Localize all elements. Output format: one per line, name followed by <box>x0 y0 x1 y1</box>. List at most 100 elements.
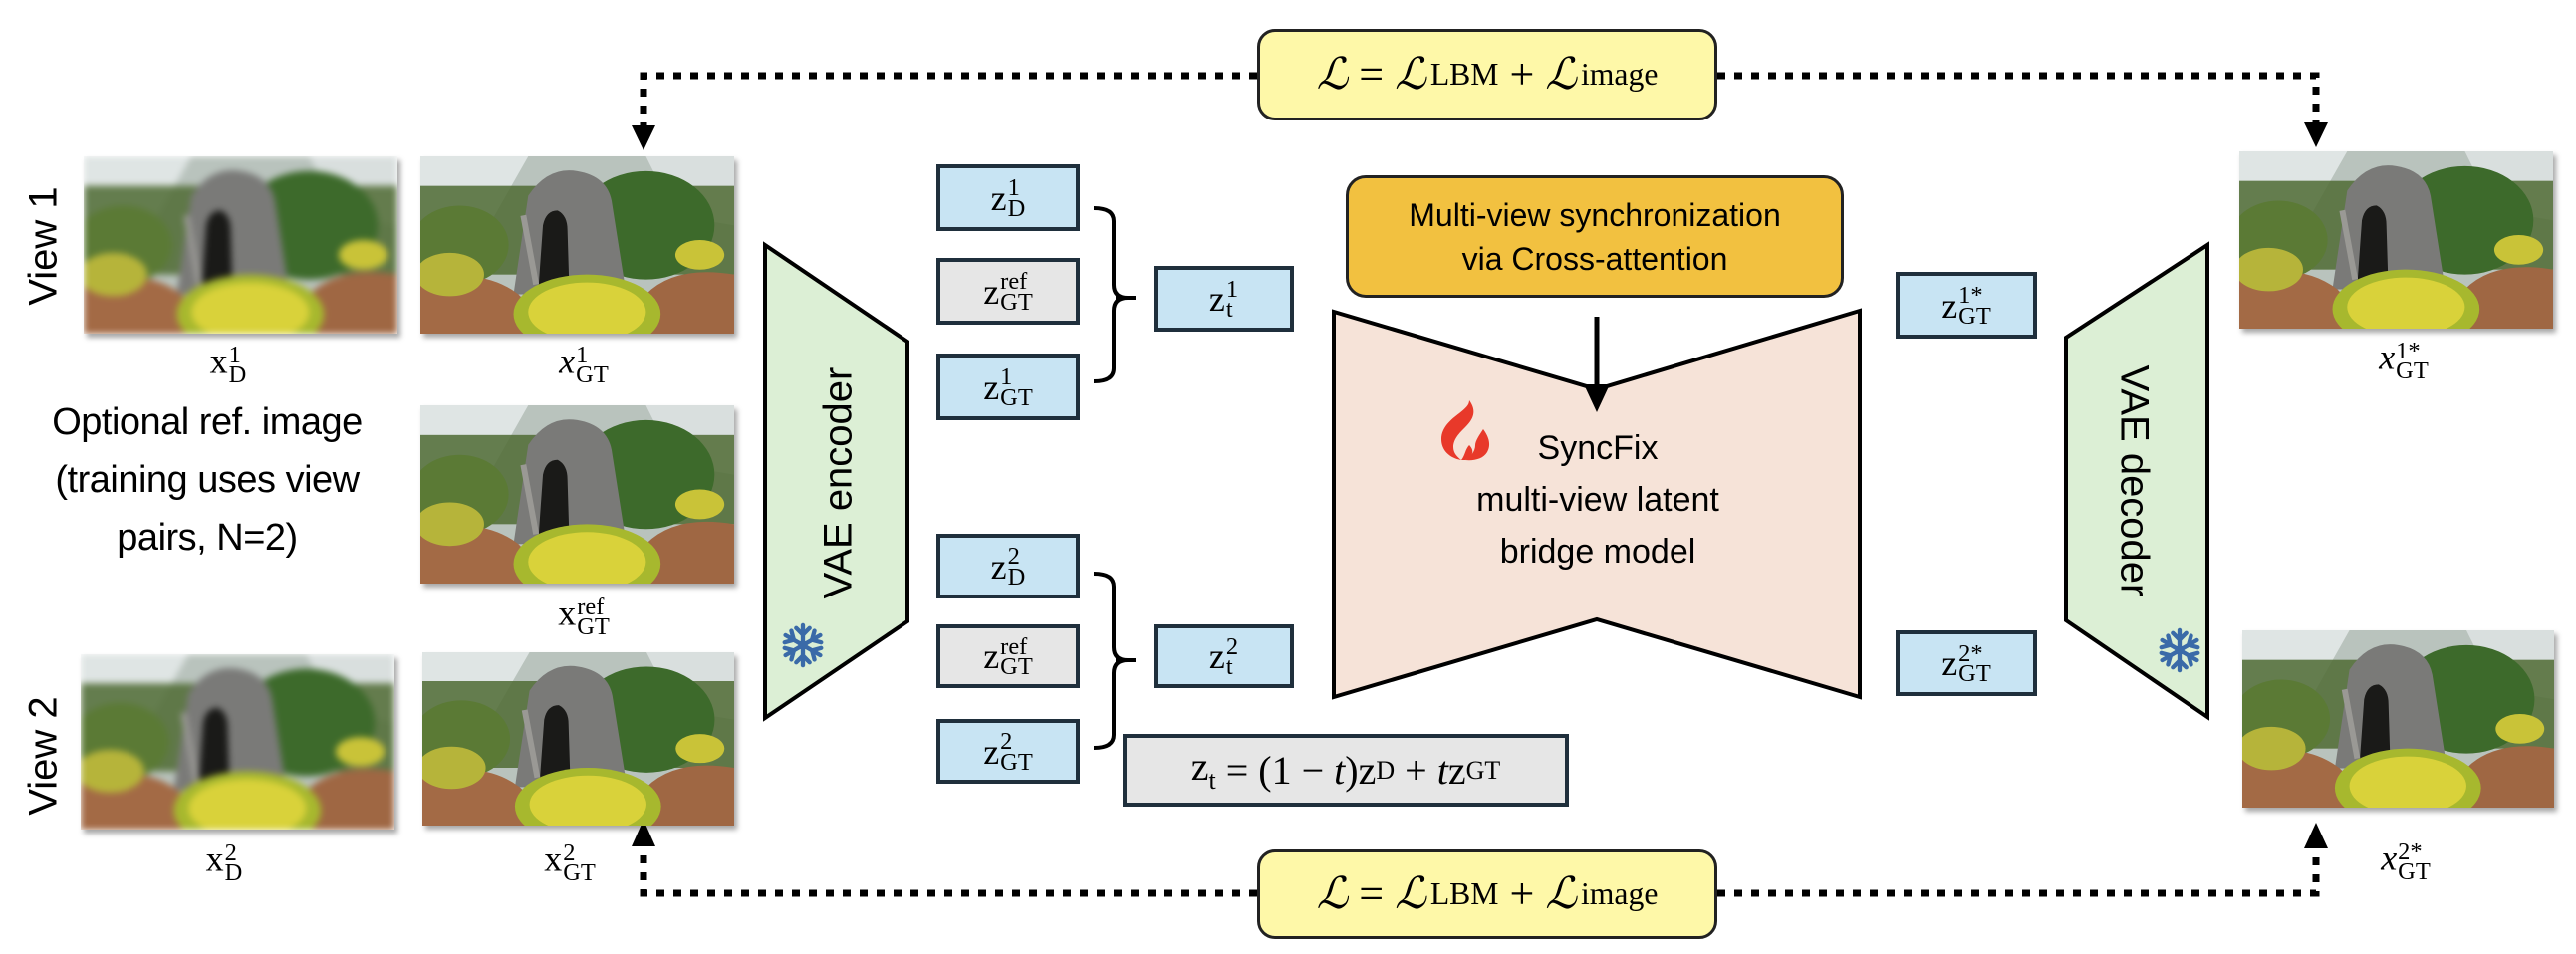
formula-zd-sub: D <box>1376 755 1396 785</box>
image-x-gt-ref <box>420 405 734 584</box>
symbol-subscript: GT <box>2396 358 2429 384</box>
symbol-subscript: D <box>1007 563 1026 591</box>
loss-image-sub: image <box>1581 57 1659 93</box>
symbol-base: x <box>205 838 224 879</box>
loss-feedback-top-left <box>640 72 1257 127</box>
optional-ref-line-2: (training uses view <box>55 459 360 501</box>
view-2-label: View 2 <box>21 696 66 816</box>
symbol-superscript: 1 <box>576 341 589 368</box>
image-x-gt-1 <box>420 156 734 334</box>
formula-t2: t <box>1436 747 1448 793</box>
loss-plus: + <box>1498 869 1546 918</box>
formula-zd: )z <box>1345 747 1377 793</box>
flame-icon <box>1441 400 1490 461</box>
loss-image-symbol: ℒ <box>1545 50 1577 99</box>
bracket-view1 <box>1093 206 1129 383</box>
loss-arrowhead-bottom-right <box>2304 823 2328 848</box>
symbol-superscript: 2* <box>2398 837 2423 865</box>
symbol-base: z <box>1208 636 1225 676</box>
snowflake-icon <box>782 622 824 668</box>
loss-feedback-top-right <box>1717 72 2320 123</box>
symbol-superscript: 2 <box>1225 632 1239 660</box>
loss-lbm-symbol: ℒ <box>1395 50 1426 99</box>
symbol-superscript: 2 <box>1000 728 1013 756</box>
image-x-gt-1-star <box>2239 151 2553 329</box>
symbol-subscript: GT <box>1958 302 1991 330</box>
symbol-base: x <box>558 593 577 633</box>
symbol-base: z <box>983 731 1000 772</box>
loss-plus: + <box>1498 50 1546 99</box>
snowflake-icon <box>2159 627 2200 673</box>
symbol-superscript: 1* <box>2396 337 2421 364</box>
symbol-subscript: GT <box>576 361 609 388</box>
sync-line-2: via Cross-attention <box>1461 240 1728 277</box>
image-x-gt-2-star <box>2242 630 2554 808</box>
symbol-subscript: GT <box>1000 653 1033 680</box>
symbol-subscript: GT <box>1958 660 1991 687</box>
symbol-superscript: 1* <box>1958 282 1983 310</box>
model-name: SyncFix <box>1537 429 1659 467</box>
symbol-superscript: ref <box>577 593 605 620</box>
symbol-subscript: t <box>1225 296 1233 323</box>
vae-encoder-label: VAE encoder <box>816 366 861 599</box>
loss-arrowhead-top-left <box>632 125 655 150</box>
symbol-subscript: GT <box>1000 288 1033 316</box>
symbol-base: z <box>1941 643 1958 683</box>
symbol-subscript: t <box>1225 653 1233 680</box>
symbol-superscript: 2 <box>1007 543 1020 571</box>
vae-decoder-label: VAE decoder <box>2112 364 2157 597</box>
symbol-subscript: D <box>228 361 247 388</box>
loss-feedback-bottom-left <box>640 844 1257 897</box>
symbol-superscript: 1 <box>228 341 241 368</box>
symbol-subscript: GT <box>563 859 596 886</box>
symbol-subscript: GT <box>1000 748 1033 776</box>
bracket-view2 <box>1093 572 1129 750</box>
formula-zgt: z <box>1447 747 1466 793</box>
multiview-sync-box: Multi-view synchronization via Cross-att… <box>1346 175 1844 298</box>
loss-symbol: ℒ <box>1316 50 1349 99</box>
model-desc-1: multi-view latent <box>1476 481 1719 519</box>
bridge-model-label: SyncFix multi-view latent bridge model <box>1476 422 1719 578</box>
loss-lbm-sub: LBM <box>1429 57 1499 93</box>
symbol-base: z <box>990 546 1007 587</box>
symbol-superscript: ref <box>1000 268 1028 296</box>
symbol-superscript: ref <box>1000 632 1028 660</box>
optional-ref-line-1: Optional ref. image <box>52 401 363 443</box>
formula-lhs: zt <box>1190 744 1216 795</box>
formula-t: t <box>1334 747 1346 793</box>
sync-line-1: Multi-view synchronization <box>1409 196 1781 233</box>
loss-image-symbol: ℒ <box>1545 869 1577 918</box>
symbol-subscript: D <box>1007 194 1026 222</box>
symbol-base: z <box>983 636 1000 676</box>
loss-feedback-bottom-right <box>1717 847 2320 897</box>
loss-eq: = <box>1348 50 1396 99</box>
symbol-subscript: GT <box>2398 858 2431 885</box>
image-x-d-1 <box>84 156 397 334</box>
symbol-subscript: D <box>224 859 243 886</box>
loss-image-sub: image <box>1581 876 1659 912</box>
formula-zgt-sub: GT <box>1465 755 1501 785</box>
loss-arrowhead-top-right <box>2304 122 2328 147</box>
symbol-base: z <box>983 366 1000 407</box>
symbol-base: x <box>559 341 576 381</box>
loss-lbm-symbol: ℒ <box>1395 869 1426 918</box>
cross-attention-arrowhead <box>1584 384 1610 412</box>
loss-eq: = <box>1348 869 1396 918</box>
symbol-base: z <box>990 177 1007 218</box>
